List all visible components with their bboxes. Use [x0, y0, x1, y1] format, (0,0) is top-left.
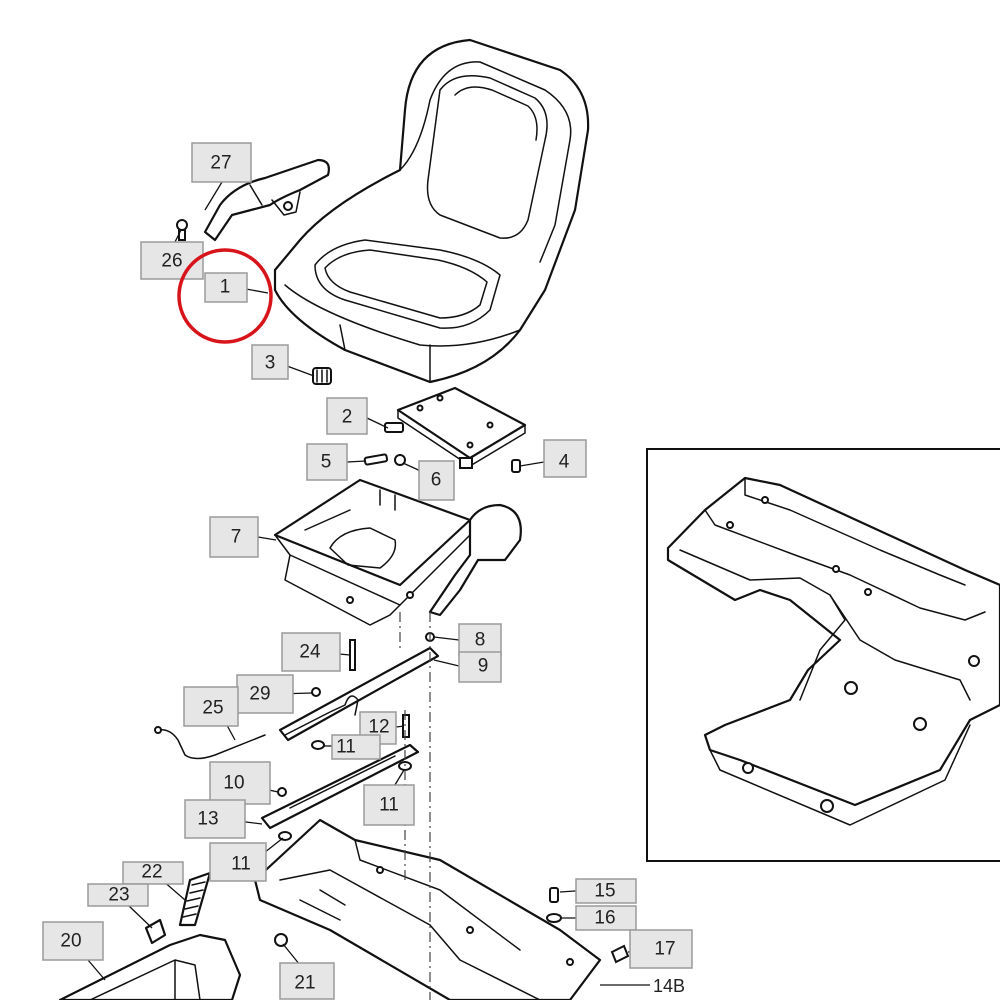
- callout-label: 5: [321, 452, 332, 473]
- callout-label: 25: [202, 698, 223, 719]
- spring-22-drawing: [178, 871, 212, 927]
- callout-label: 2: [342, 407, 353, 428]
- inset-detail-view: [646, 448, 1000, 862]
- bumper-23-drawing: [144, 918, 167, 945]
- lower-bracket-20-drawing: [58, 933, 242, 1000]
- bolt-21-drawing: [274, 933, 288, 947]
- callout-label: 9: [478, 656, 489, 677]
- callout-label: 13: [197, 809, 218, 830]
- callout-15[interactable]: 15: [575, 878, 637, 904]
- callout-25[interactable]: 25: [183, 686, 239, 727]
- callout-label: 16: [594, 908, 615, 929]
- callout-label: 24: [299, 642, 321, 663]
- hardware-15-16-17-drawing: [546, 887, 630, 964]
- callout-22[interactable]: 22: [122, 861, 184, 885]
- callout-label: 7: [231, 527, 242, 548]
- callout-label: 14B: [653, 976, 685, 996]
- callout-label: 10: [223, 773, 244, 794]
- callout-label: 27: [210, 153, 231, 174]
- callout-4[interactable]: 4: [543, 439, 587, 478]
- callout-label: 15: [594, 881, 615, 902]
- callout-label: 22: [141, 862, 162, 883]
- callout-label: 11: [379, 795, 399, 816]
- callout-24[interactable]: 24: [281, 632, 341, 672]
- callout-17[interactable]: 17: [629, 929, 693, 969]
- callout-label: 8: [475, 630, 486, 651]
- callout-11-a[interactable]: 11: [331, 734, 381, 760]
- callout-14b[interactable]: 14B: [653, 976, 685, 996]
- armrest-handle-drawing: [203, 158, 330, 242]
- callout-label: 6: [431, 470, 442, 491]
- callout-label: 11: [336, 737, 356, 758]
- callout-label: 20: [60, 931, 81, 952]
- callout-27[interactable]: 27: [191, 142, 252, 183]
- callout-13[interactable]: 13: [184, 799, 246, 839]
- callout-1[interactable]: 1: [204, 272, 248, 303]
- base-bracket-drawing: [253, 818, 602, 1000]
- callout-label: 12: [368, 717, 389, 738]
- callout-10[interactable]: 10: [209, 761, 271, 805]
- callout-29[interactable]: 29: [236, 674, 294, 714]
- callout-12[interactable]: 12: [359, 711, 397, 745]
- callout-23[interactable]: 23: [87, 883, 149, 907]
- callout-16[interactable]: 16: [575, 905, 637, 931]
- knob-3-drawing: [312, 367, 332, 385]
- callout-6[interactable]: 6: [418, 460, 455, 501]
- seat-frame-drawing: [273, 478, 522, 626]
- callout-label: 23: [108, 885, 129, 906]
- callout-label: 4: [559, 452, 570, 473]
- callout-3[interactable]: 3: [251, 344, 289, 380]
- cable-25-drawing: [154, 726, 266, 760]
- callout-8[interactable]: 8: [458, 623, 502, 657]
- callout-11-c[interactable]: 11: [209, 842, 267, 882]
- callout-label: 29: [249, 684, 270, 705]
- callout-label: 26: [161, 251, 182, 272]
- callout-label: 21: [294, 973, 315, 994]
- slide-rails-drawing: [260, 632, 440, 841]
- callout-21[interactable]: 21: [279, 962, 335, 1000]
- callout-5[interactable]: 5: [306, 443, 348, 481]
- seat-drawing: [273, 38, 590, 384]
- callout-label: 3: [265, 353, 276, 374]
- callout-11-b[interactable]: 11: [363, 784, 415, 826]
- callout-7[interactable]: 7: [209, 516, 259, 558]
- bolt-26-drawing: [176, 219, 188, 241]
- callout-9[interactable]: 9: [458, 651, 502, 683]
- callout-label: 11: [231, 854, 251, 875]
- highlight-circle: [177, 248, 273, 344]
- callout-26[interactable]: 26: [140, 241, 204, 280]
- callout-2[interactable]: 2: [326, 397, 368, 435]
- small-hardware-drawing: [363, 453, 521, 473]
- mount-plate-drawing: [384, 386, 527, 469]
- callout-label: 17: [654, 939, 675, 960]
- callout-label: 1: [220, 277, 231, 298]
- callout-20[interactable]: 20: [42, 921, 104, 961]
